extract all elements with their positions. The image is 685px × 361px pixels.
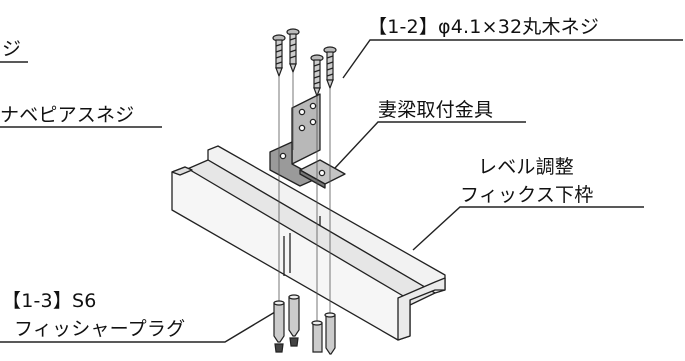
screw-1 (272, 34, 286, 78)
plug-2 (288, 294, 300, 347)
label-plug-code: 【1-3】S6 (2, 290, 97, 312)
label-fisher-plug: フィッシャープラグ (14, 318, 186, 340)
label-bracket: 妻梁取付金具 (378, 99, 494, 121)
screw-3 (310, 54, 324, 98)
leader-plug (0, 311, 276, 343)
guide-lines (278, 72, 331, 330)
plug-3 (311, 320, 323, 353)
label-pan-head-screw: ナベピアスネジ (0, 104, 135, 126)
leader-screw (342, 39, 683, 79)
wood-screws (272, 28, 337, 98)
plug-4 (324, 312, 336, 355)
label-screw-partial: ジ (2, 38, 22, 60)
screw-4 (323, 46, 337, 90)
gable-beam-bracket (269, 93, 346, 189)
label-level-adjust: レベル調整 (478, 156, 575, 178)
leader-frame (412, 206, 644, 251)
plug-1 (273, 300, 285, 353)
screw-2 (286, 28, 300, 74)
label-wood-screw: 【1-2】φ4.1×32丸木ネジ (368, 16, 600, 38)
lower-frame-channel (171, 145, 446, 341)
fisher-plugs (273, 294, 336, 355)
leader-bracket (334, 121, 526, 169)
label-lower-frame: フィックス下枠 (460, 184, 594, 206)
